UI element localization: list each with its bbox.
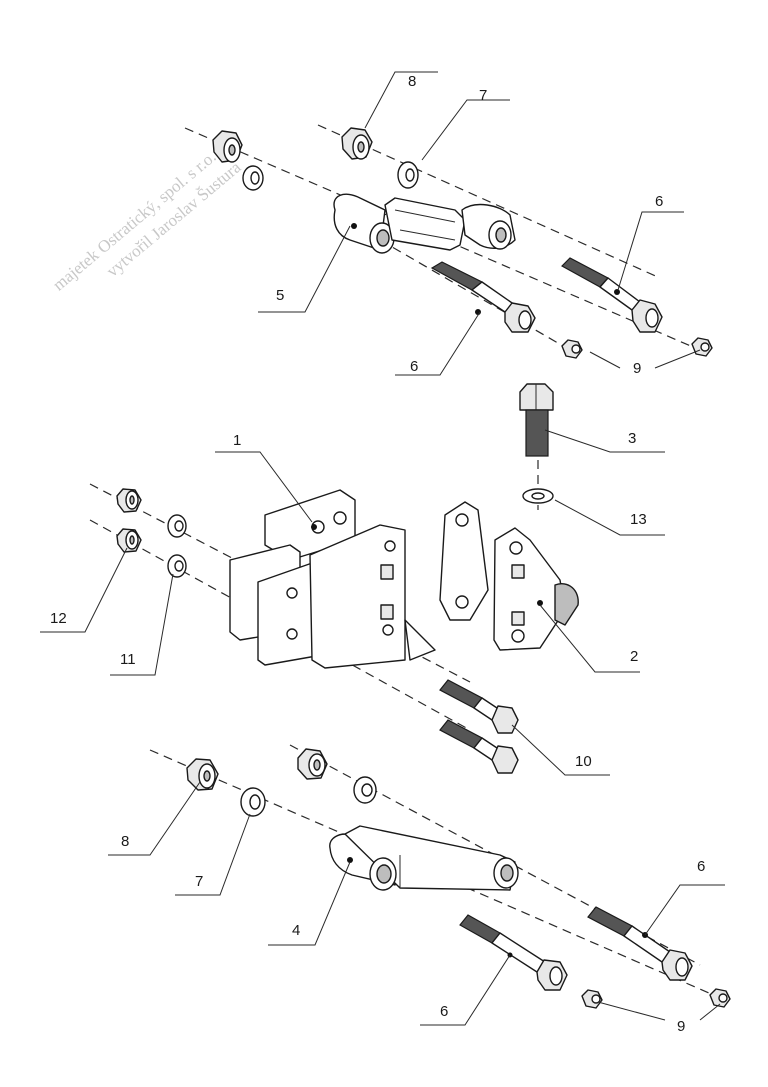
callout-10: 10 bbox=[575, 753, 592, 770]
callout-3: 3 bbox=[628, 430, 636, 447]
callout-6: 6 bbox=[655, 193, 663, 210]
link-part-5 bbox=[333, 193, 516, 254]
bolt-part-3 bbox=[519, 383, 554, 457]
washer-part-7 bbox=[240, 787, 266, 817]
callout-4: 4 bbox=[292, 922, 300, 939]
bolt-part-10 bbox=[439, 679, 519, 734]
axis-line bbox=[184, 127, 701, 351]
nut-part-8 bbox=[341, 127, 373, 160]
callout-6: 6 bbox=[440, 1003, 448, 1020]
lock-washer-part-13 bbox=[522, 488, 554, 504]
callout-7: 7 bbox=[195, 873, 203, 890]
bolt-part-10 bbox=[439, 719, 519, 774]
bracket-part-1 bbox=[229, 489, 436, 669]
bolt-part-6 bbox=[561, 257, 663, 333]
callout-9: 9 bbox=[677, 1018, 685, 1035]
callout-6: 6 bbox=[697, 858, 705, 875]
grease-nipple-part-9 bbox=[581, 989, 603, 1009]
bracket-part-2 bbox=[439, 501, 579, 651]
callout-12: 12 bbox=[50, 610, 67, 627]
middle-assembly bbox=[40, 383, 665, 776]
bolt-part-6 bbox=[430, 261, 536, 333]
callout-7: 7 bbox=[479, 87, 487, 104]
callout-1: 1 bbox=[233, 432, 241, 449]
washer-part-7 bbox=[397, 161, 419, 189]
nut-part-8 bbox=[186, 758, 219, 791]
washer-part-11 bbox=[167, 514, 187, 538]
grease-nipple-part-9 bbox=[709, 988, 731, 1008]
nut-part-8 bbox=[297, 748, 328, 780]
washer-part-11 bbox=[167, 554, 187, 578]
callout-8: 8 bbox=[121, 833, 129, 850]
watermark: majetek Ostratický, spol. s r.o. vytvoři… bbox=[49, 147, 245, 294]
callout-11: 11 bbox=[120, 651, 136, 668]
callout-8: 8 bbox=[408, 73, 416, 90]
axis-line bbox=[379, 239, 571, 351]
washer-part-7 bbox=[353, 776, 377, 804]
top-assembly bbox=[184, 71, 713, 376]
bolt-part-6 bbox=[459, 914, 568, 991]
bottom-assembly bbox=[108, 744, 731, 1026]
callout-6: 6 bbox=[410, 358, 418, 375]
callout-9: 9 bbox=[633, 360, 641, 377]
bolt-part-6 bbox=[587, 906, 693, 981]
axis-line bbox=[317, 124, 661, 279]
callout-5: 5 bbox=[276, 287, 284, 304]
nut-part-12 bbox=[116, 488, 142, 513]
washer-part-7 bbox=[242, 165, 264, 191]
grease-nipple-part-9 bbox=[691, 337, 713, 357]
grease-nipple-part-9 bbox=[561, 339, 583, 359]
callout-13: 13 bbox=[630, 511, 647, 528]
nut-part-8 bbox=[212, 130, 243, 163]
callout-labels: 8 7 6 5 6 9 1 3 13 12 2 11 10 8 6 7 4 6 … bbox=[50, 73, 705, 1035]
nut-part-12 bbox=[116, 528, 142, 553]
callout-2: 2 bbox=[630, 648, 638, 665]
link-part-4 bbox=[329, 825, 519, 891]
watermark-line-1: majetek Ostratický, spol. s r.o. bbox=[49, 147, 220, 294]
